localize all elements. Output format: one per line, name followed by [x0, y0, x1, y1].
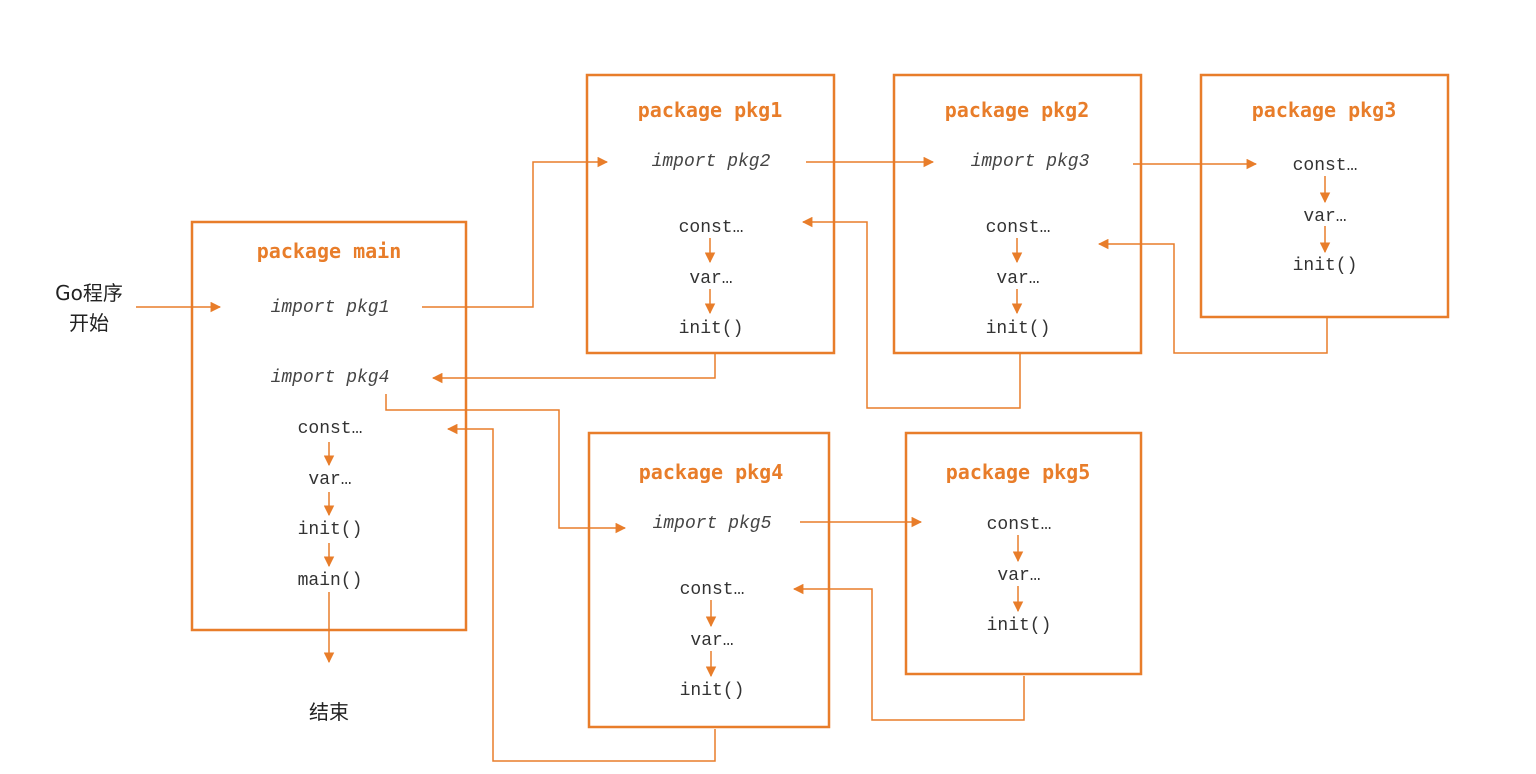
pkg2-init: init(): [986, 319, 1051, 339]
main-import-pkg1: import pkg1: [271, 298, 390, 318]
package-main-title: package main: [257, 239, 402, 263]
main-const: const…: [298, 419, 363, 439]
arrow-main-to-pkg1: [422, 156, 609, 308]
pkg2-const: const…: [986, 218, 1051, 238]
package-pkg3-title: package pkg3: [1252, 98, 1397, 122]
end-label: 结束: [309, 700, 349, 724]
main-main: main(): [298, 571, 363, 591]
pkg4-const: const…: [680, 580, 745, 600]
package-pkg2-title: package pkg2: [945, 98, 1090, 122]
start-label-line2: 开始: [69, 311, 109, 335]
arrow-pkg5-return-pkg4: [792, 583, 1025, 721]
main-var: var…: [308, 470, 351, 490]
package-pkg5-box: [904, 431, 1143, 676]
arrow-pkg4-return-main: [446, 423, 716, 762]
pkg3-const: const…: [1293, 156, 1358, 176]
arrow-pkg2-return-pkg1: [801, 216, 1021, 409]
arrow-pkg3-return-pkg2: [1097, 238, 1328, 354]
start-label-line1: Go程序: [55, 281, 123, 305]
package-pkg1-box: [585, 73, 836, 355]
pkg2-var: var…: [996, 269, 1039, 289]
main-import-pkg4: import pkg4: [271, 368, 390, 388]
pkg5-const: const…: [987, 515, 1052, 535]
arrow-pkg1-return-main: [431, 354, 716, 384]
main-init: init(): [298, 520, 363, 540]
pkg4-init: init(): [680, 681, 745, 701]
package-pkg4-box: [587, 431, 831, 729]
pkg4-import-pkg5: import pkg5: [653, 514, 772, 534]
pkg2-import-pkg3: import pkg3: [971, 152, 1090, 172]
pkg4-var: var…: [690, 631, 733, 651]
pkg3-init: init(): [1293, 256, 1358, 276]
pkg1-var: var…: [689, 269, 732, 289]
pkg5-init: init(): [987, 616, 1052, 636]
pkg1-init: init(): [679, 319, 744, 339]
package-pkg4-title: package pkg4: [639, 460, 784, 484]
arrow-main-to-pkg4: [385, 394, 627, 534]
pkg1-import-pkg2: import pkg2: [652, 152, 771, 172]
pkg1-const: const…: [679, 218, 744, 238]
package-pkg2-box: [892, 73, 1143, 355]
package-pkg1-title: package pkg1: [638, 98, 783, 122]
package-pkg5-title: package pkg5: [946, 460, 1091, 484]
pkg5-var: var…: [997, 566, 1040, 586]
pkg3-var: var…: [1303, 207, 1346, 227]
package-pkg3-box: [1199, 73, 1450, 319]
